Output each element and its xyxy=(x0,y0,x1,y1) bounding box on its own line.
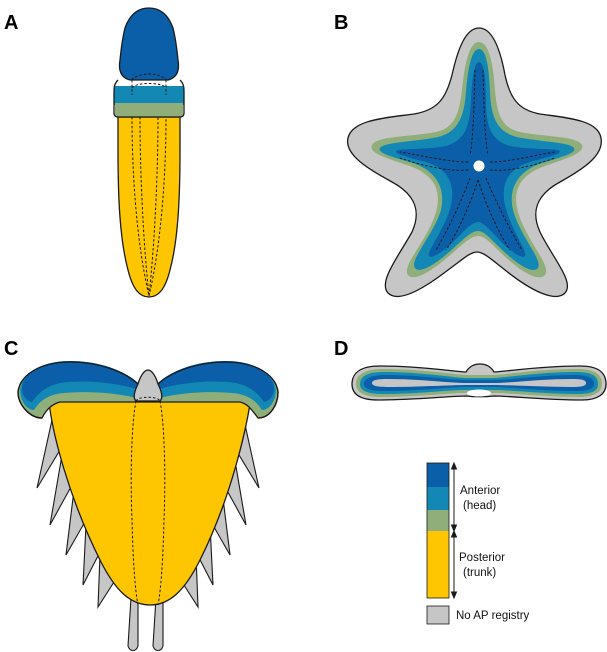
legend: Anterior (head) Posterior (trunk) No AP … xyxy=(427,463,530,624)
legend-posterior-sublabel: (trunk) xyxy=(463,567,496,579)
legend-no-ap-label: No AP registry xyxy=(456,610,530,622)
legend-swatch-no-ap xyxy=(427,606,449,624)
legend-swatch-posterior xyxy=(427,531,449,598)
panel-b-mouth xyxy=(474,161,485,172)
panel-a-collar xyxy=(114,80,184,117)
panel-label-d: D xyxy=(334,338,348,360)
panel-label-a: A xyxy=(4,12,18,34)
panel-a-trunk xyxy=(118,117,180,297)
panel-a-organism xyxy=(114,8,184,297)
panel-label-c: C xyxy=(4,338,18,360)
panel-d-mouth xyxy=(467,390,491,397)
legend-swatch-anterior-mid xyxy=(427,487,449,510)
legend-swatch-anterior-green xyxy=(427,510,449,531)
legend-anterior-label: Anterior xyxy=(460,485,500,497)
panel-c-organism xyxy=(18,361,278,651)
panel-label-b: B xyxy=(334,12,348,34)
panel-c-central-grey xyxy=(134,370,161,401)
legend-arrows xyxy=(452,463,457,598)
panel-a-head xyxy=(119,8,178,80)
legend-anterior-sublabel: (head) xyxy=(463,500,496,512)
panel-b-organism xyxy=(348,28,602,296)
legend-posterior-label: Posterior xyxy=(459,552,505,564)
panel-d-organism xyxy=(352,364,606,400)
panel-c-trunk xyxy=(48,390,252,605)
legend-swatch-anterior-dark xyxy=(427,463,449,487)
